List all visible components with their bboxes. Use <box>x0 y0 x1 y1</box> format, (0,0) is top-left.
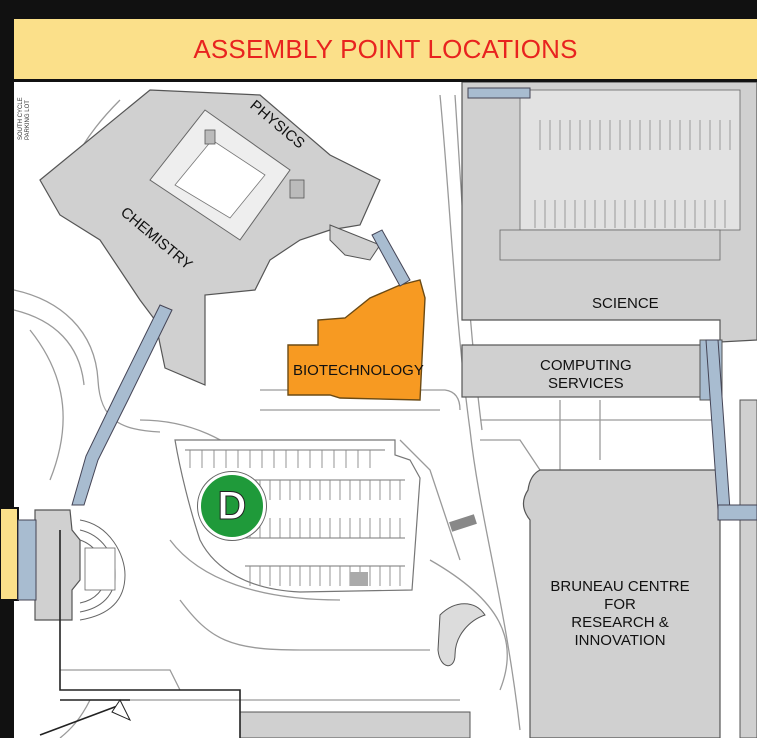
assembly-point-marker[interactable]: D <box>198 472 266 540</box>
bruneau-line1: BRUNEAU CENTRE <box>550 578 690 595</box>
parking-lot-label-line1: SOUTH CYCLE <box>18 97 24 140</box>
parking-lot-label-line2: PARKING LOT <box>25 100 31 140</box>
building-label-biotechnology: BIOTECHNOLOGY <box>293 362 424 379</box>
building-label-science: SCIENCE <box>592 295 659 312</box>
title-band: ASSEMBLY POINT LOCATIONS <box>14 16 757 82</box>
computing-services-line2: SERVICES <box>548 375 624 392</box>
building-label-bruneau-centre: BRUNEAU CENTRE FOR RESEARCH & INNOVATION <box>540 578 700 650</box>
assembly-point-letter: D <box>217 483 247 528</box>
computing-services-line1: COMPUTING <box>540 357 632 374</box>
bruneau-line3: RESEARCH & <box>571 614 669 631</box>
building-label-computing-services: COMPUTING SERVICES <box>540 357 632 393</box>
bruneau-line2: FOR <box>604 596 636 613</box>
bruneau-line4: INNOVATION <box>574 632 666 649</box>
page-title: ASSEMBLY POINT LOCATIONS <box>193 33 578 64</box>
parking-lot-label: SOUTH CYCLE PARKING LOT <box>18 97 32 140</box>
